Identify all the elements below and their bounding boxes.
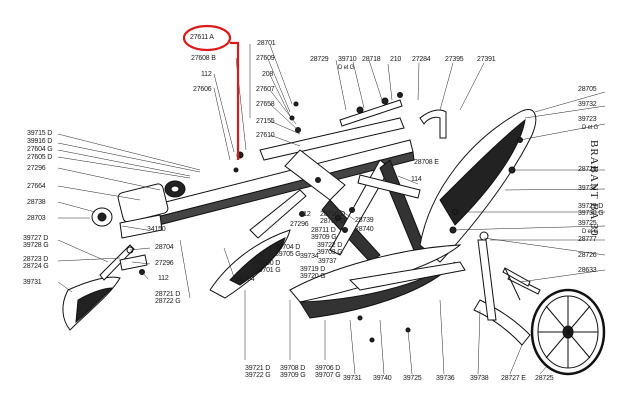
- part-label-112-mid: 112: [158, 275, 169, 282]
- part-label-39738: 39738: [470, 375, 489, 382]
- part-label-39736: 39736: [436, 375, 455, 382]
- leader-lines: [57, 44, 606, 375]
- part-label-28705: 28705: [578, 86, 597, 93]
- highlight-callout: [182, 24, 240, 160]
- part-label-39725-low: 39725: [403, 375, 422, 382]
- part-label-28738: 28738: [27, 199, 46, 206]
- part-label-27664: 27664: [27, 183, 46, 190]
- part-label-27296-left: 27296: [27, 165, 46, 172]
- part-label-39715: 39715 D: [27, 130, 53, 137]
- part-label-39710: 39710: [338, 56, 357, 63]
- part-label-28726: 28726: [578, 252, 597, 259]
- part-label-39722-low: 39722 G: [245, 372, 271, 379]
- part-label-34150: 34150: [147, 226, 166, 233]
- part-label-27284: 27284: [412, 56, 431, 63]
- part-label-28777: 28777: [578, 236, 597, 243]
- top-bracket: [339, 97, 447, 139]
- skim-coulter: [62, 244, 135, 331]
- part-label-28633: 28633: [578, 267, 597, 274]
- part-label-28721: 28721 D: [155, 291, 181, 298]
- part-label-28703: 28703: [27, 215, 46, 222]
- part-label-28727e: 28727 E: [501, 375, 526, 382]
- part-label-39720: 39720 G: [300, 273, 326, 280]
- part-label-39730: 39730 G: [578, 210, 604, 217]
- part-label-28725: 28725: [535, 375, 554, 382]
- part-label-208: 208: [262, 71, 274, 78]
- part-label-39737: 39737: [318, 258, 337, 265]
- part-label-28724: 28724 G: [23, 263, 49, 270]
- part-label-28740: 28740: [355, 226, 374, 233]
- part-label-39732-right: 39732: [578, 185, 597, 192]
- part-label-39729: 39729 D: [578, 203, 604, 210]
- part-label-112-center: 112: [300, 211, 311, 218]
- part-label-27610: 27610: [256, 132, 275, 139]
- part-label-39722: 39722 D: [317, 242, 343, 249]
- part-label-39731-left: 39731: [23, 279, 42, 286]
- mouldboard-right: [419, 109, 537, 263]
- part-label-39732-top: 39732: [578, 101, 597, 108]
- part-label-27611a: 27611 A: [190, 34, 214, 41]
- part-label-27604: 27604 G: [27, 146, 53, 153]
- part-label-28718: 28718: [362, 56, 381, 63]
- part-label-39725-right: 39725: [578, 220, 597, 227]
- part-label-28704-low: 28704: [236, 276, 255, 283]
- part-label-39709-low: 39709 G: [280, 372, 306, 379]
- part-label-39701: 39701 G: [255, 267, 281, 274]
- pivot-hub: [91, 180, 186, 239]
- shares-lower: [289, 244, 466, 319]
- part-label-39704: 39704 D: [275, 244, 301, 251]
- part-label-28723: 28723 D: [23, 256, 49, 263]
- part-label-39708: 39708 D: [280, 365, 306, 372]
- part-label-210: 210: [390, 56, 402, 63]
- part-label-28716: 28716 D: [320, 211, 346, 218]
- part-label-27391: 27391: [477, 56, 496, 63]
- part-label-114: 114: [411, 176, 422, 183]
- part-label-112-top: 112: [201, 71, 212, 78]
- part-label-39723-side: D et G: [582, 125, 599, 131]
- part-label-28704-mid: 28704: [155, 244, 174, 251]
- part-label-27609: 27609: [256, 55, 275, 62]
- part-label-39710-side: D et G: [338, 65, 355, 71]
- part-label-39725-side: D et G: [582, 229, 599, 235]
- part-label-39709: 39709 G: [311, 234, 337, 241]
- part-label-27395: 27395: [445, 56, 464, 63]
- part-label-39705: 39705 G: [275, 251, 301, 258]
- part-label-28701: 28701: [257, 40, 276, 47]
- part-label-28707: 28707 G: [320, 218, 346, 225]
- part-label-28729-top: 28729: [310, 56, 329, 63]
- part-label-39916: 39916 D: [27, 138, 53, 145]
- part-label-27606: 27606: [193, 86, 212, 93]
- part-label-28711: 28711 D: [311, 227, 336, 234]
- part-label-28729-right: 28729: [578, 166, 597, 173]
- part-label-39707: 39707 G: [315, 372, 341, 379]
- part-label-39728: 39728 G: [23, 242, 49, 249]
- part-label-27605: 27605 D: [27, 154, 53, 161]
- mouldboard-mid: [209, 189, 307, 299]
- part-label-27296-mid: 27296: [155, 260, 174, 267]
- part-label-39731-low: 39731: [343, 375, 362, 382]
- part-label-39734: 39734: [300, 253, 319, 260]
- part-label-27607: 27607: [256, 86, 275, 93]
- part-label-27155: 27155: [256, 118, 275, 125]
- part-label-39719: 39719 D: [300, 266, 326, 273]
- part-label-39703: 39703 G: [317, 249, 343, 256]
- part-label-39700: 39700 D: [255, 260, 281, 267]
- part-label-28708e: 28708 E: [414, 159, 439, 166]
- part-label-27296-center: 27296: [290, 221, 309, 228]
- depth-wheel: [473, 231, 606, 376]
- part-label-39721: 39721 D: [245, 365, 271, 372]
- part-label-39706: 39706 D: [315, 365, 341, 372]
- part-label-28739: 28739: [355, 217, 374, 224]
- part-label-27658: 27658: [256, 101, 275, 108]
- part-label-39723: 39723: [578, 116, 597, 123]
- part-label-39727: 39727 D: [23, 235, 49, 242]
- part-label-28722: 28722 G: [155, 298, 181, 305]
- main-beam: [149, 117, 415, 227]
- part-label-27608b: 27608 B: [191, 55, 216, 62]
- part-label-39740: 39740: [373, 375, 392, 382]
